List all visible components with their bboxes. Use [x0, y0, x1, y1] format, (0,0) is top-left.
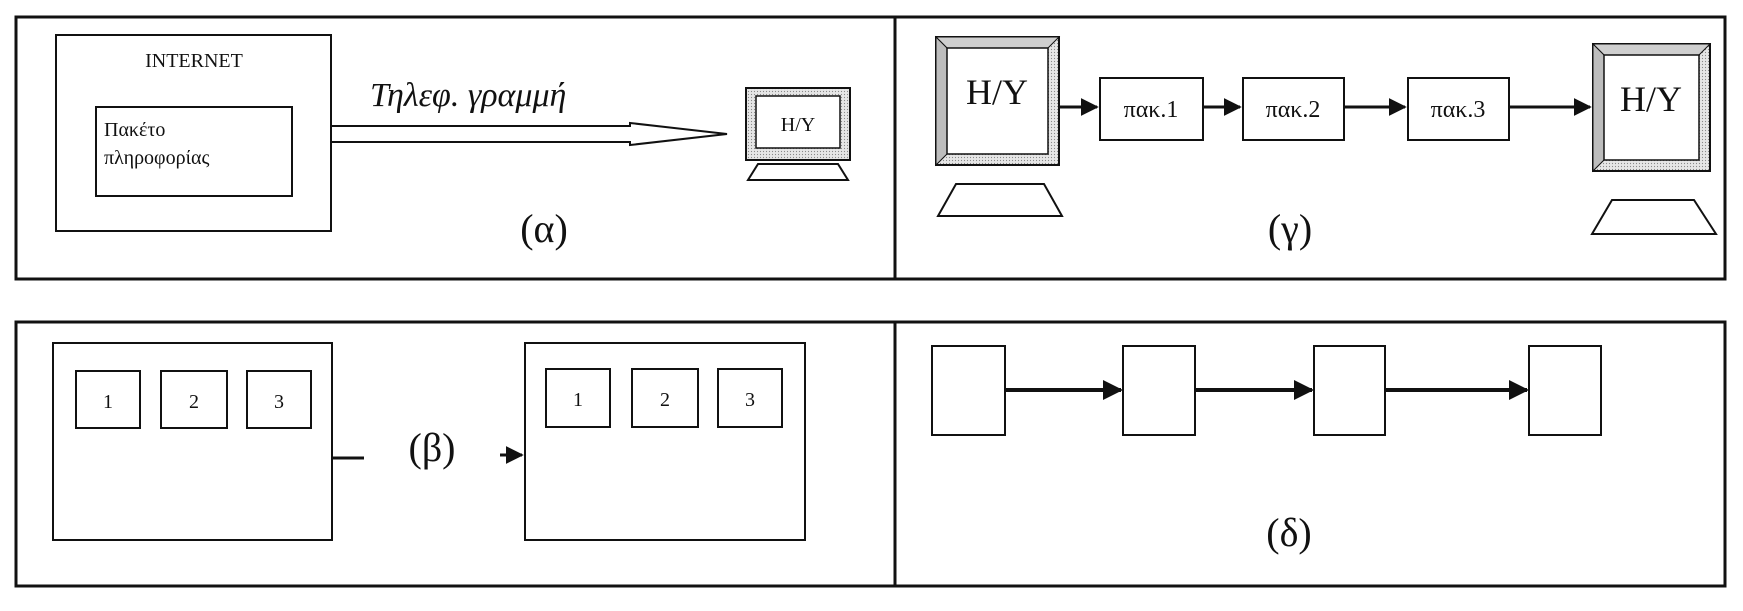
- top-frame: [14, 15, 1727, 281]
- bottom-frame: [14, 320, 1727, 588]
- left-box-2-label: 2: [189, 391, 199, 413]
- packet-3-box: [1407, 77, 1510, 141]
- panel-c: H/Y πακ.1 πακ.2 πακ.3 H/Y (γ): [934, 35, 1718, 251]
- panel-d: (δ): [931, 345, 1602, 555]
- caption-c: (γ): [1268, 206, 1312, 251]
- left-box-3: [246, 370, 312, 429]
- right-box-1: [545, 368, 611, 428]
- packet-box: [95, 106, 293, 197]
- right-box-3-label: 3: [745, 389, 755, 411]
- caption-a: (α): [520, 206, 568, 251]
- left-box-1: [75, 370, 141, 429]
- packet-3-label: πακ.3: [1431, 97, 1486, 123]
- left-box-2: [160, 370, 228, 429]
- right-box-2: [631, 368, 699, 428]
- left-box-1-label: 1: [103, 391, 113, 413]
- packet-1-box: [1099, 77, 1204, 141]
- left-box-3-label: 3: [274, 391, 284, 413]
- node-1: [931, 345, 1006, 436]
- source-computer-label: H/Y: [966, 72, 1028, 112]
- telephone-line-label: Τηλεφ. γραμμή: [370, 77, 566, 114]
- internet-label: INTERNET: [145, 50, 243, 72]
- packet-1-label: πακ.1: [1124, 97, 1179, 123]
- right-box-1-label: 1: [573, 389, 583, 411]
- node-4: [1528, 345, 1602, 436]
- destination-computer-icon: [1590, 42, 1718, 235]
- source-computer-icon: [934, 35, 1064, 217]
- caption-b: (β): [409, 425, 456, 470]
- right-box-3: [717, 368, 783, 428]
- node-2: [1122, 345, 1196, 436]
- packet-label-line2: πληροφορίας: [104, 147, 209, 169]
- packet-label-line1: Πακέτο: [104, 119, 165, 141]
- left-container: [52, 342, 333, 541]
- computer-icon: [745, 87, 851, 181]
- destination-computer-label: H/Y: [1620, 79, 1682, 119]
- caption-d: (δ): [1266, 510, 1312, 555]
- telephone-line-arrow: [330, 121, 728, 147]
- node-3: [1313, 345, 1386, 436]
- right-box-2-label: 2: [660, 389, 670, 411]
- packet-2-box: [1242, 77, 1345, 141]
- panel-b: 1 2 3 (β) 1 2 3: [52, 342, 806, 541]
- right-container: [524, 342, 806, 541]
- computer-label: H/Y: [781, 114, 815, 136]
- packet-2-label: πακ.2: [1266, 97, 1321, 123]
- panel-a: INTERNET Πακέτο πληροφορίας Τηλεφ. γραμμ…: [55, 34, 851, 251]
